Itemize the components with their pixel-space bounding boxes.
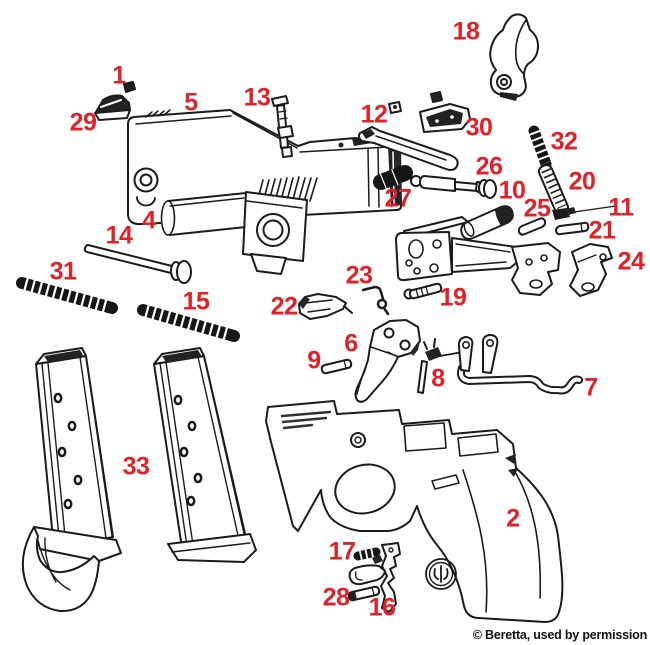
part-label-19: 19 <box>439 283 467 312</box>
part-rear-sight <box>419 91 471 133</box>
part-label-30: 30 <box>465 113 493 142</box>
part-label-28: 28 <box>322 583 350 612</box>
part-label-6: 6 <box>344 329 358 358</box>
part-label-25: 25 <box>523 194 551 223</box>
part-magazines <box>21 347 257 613</box>
part-trigger <box>354 319 421 403</box>
part-firing-pin <box>271 95 294 158</box>
part-label-10: 10 <box>498 176 526 205</box>
part-slide-stop <box>298 293 353 320</box>
part-trigger-pin <box>320 358 353 375</box>
part-label-15: 15 <box>182 287 210 316</box>
part-recoil-spring-inner <box>137 304 240 342</box>
part-recoil-spring-outer <box>16 277 118 314</box>
part-label-11: 11 <box>608 193 634 222</box>
part-hammer <box>489 13 539 101</box>
part-label-5: 5 <box>184 88 198 117</box>
part-label-4: 4 <box>142 206 156 235</box>
part-label-26: 26 <box>475 152 503 181</box>
part-label-23: 23 <box>345 261 373 290</box>
part-label-24: 24 <box>617 247 645 276</box>
part-label-13: 13 <box>243 83 271 112</box>
part-mag-release <box>348 542 401 613</box>
part-label-18: 18 <box>452 17 480 46</box>
part-recoil-spring-assembly <box>538 164 570 220</box>
part-locking-block <box>460 205 514 240</box>
part-trigger-bar <box>456 334 583 395</box>
part-label-16: 16 <box>368 593 396 622</box>
part-label-31: 31 <box>49 257 77 286</box>
part-small-plunger <box>388 101 402 114</box>
part-guide-rod <box>83 244 192 284</box>
part-label-14: 14 <box>105 221 133 250</box>
part-front-sight-screw <box>123 81 136 93</box>
part-recoil-cap <box>373 165 413 190</box>
part-frame <box>265 400 564 623</box>
part-label-1: 1 <box>112 61 126 90</box>
part-label-9: 9 <box>307 346 321 375</box>
part-label-32: 32 <box>550 127 578 156</box>
part-label-21: 21 <box>588 216 616 245</box>
part-striker-spring-cap <box>566 205 617 215</box>
part-chassis <box>395 216 561 296</box>
part-striker-spring <box>528 125 552 170</box>
part-label-7: 7 <box>584 373 598 402</box>
part-label-22: 22 <box>270 292 298 321</box>
part-barrel <box>160 191 308 275</box>
part-label-8: 8 <box>431 364 445 393</box>
part-label-2: 2 <box>506 504 520 533</box>
part-front-sight <box>94 94 131 121</box>
part-sear-spring <box>361 285 390 316</box>
part-screw-19 <box>403 282 443 300</box>
part-striker-block-lever <box>357 126 459 171</box>
part-label-29: 29 <box>69 108 97 137</box>
part-label-27: 27 <box>384 184 412 213</box>
part-striker-assembly <box>410 175 497 199</box>
part-sear-housing <box>569 243 613 297</box>
part-label-33: 33 <box>122 452 150 481</box>
part-mag-release-spring <box>353 547 381 561</box>
part-pin-21 <box>555 221 590 236</box>
copyright-credit: © Beretta, used by permission <box>472 628 647 642</box>
part-pin-25 <box>517 217 547 236</box>
part-label-17: 17 <box>328 537 356 566</box>
part-slide <box>127 109 402 226</box>
part-label-20: 20 <box>568 167 596 196</box>
part-label-12: 12 <box>360 100 388 129</box>
part-pin-28 <box>347 585 381 602</box>
